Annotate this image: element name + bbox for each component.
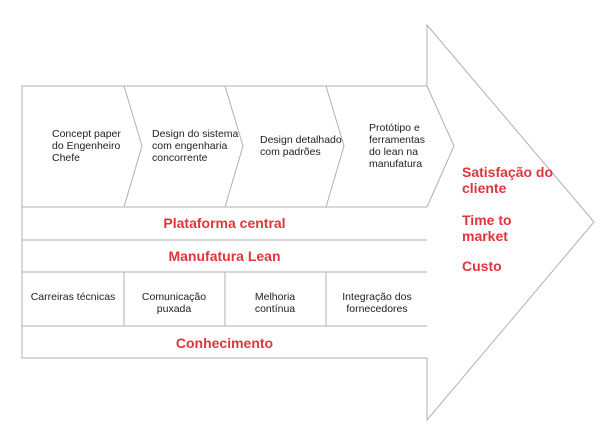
support-box-3: Melhoria contínua [254, 291, 296, 315]
support-box-1: Carreiras técnicas [30, 291, 116, 303]
process-step-4: Protótipo e ferramentas do lean na manuf… [369, 122, 426, 170]
knowledge-bar-label: Conhecimento [175, 335, 274, 351]
support-box-4: Integração dos fornecedores [342, 291, 412, 315]
outcome-cost: Custo [462, 258, 502, 274]
chevron-separator-1 [123, 85, 143, 208]
lean-bar-label: Manufatura Lean [168, 248, 281, 264]
process-step-1: Concept paper do Engenheiro Chefe [52, 128, 121, 164]
support-box-2: Comunicação puxada [141, 291, 207, 315]
chevron-separator-2 [224, 85, 244, 208]
outcome-time-to-market: Time to market [462, 212, 512, 244]
outcome-customer-satisfaction: Satisfação do cliente [462, 164, 554, 196]
chevron-separator-4 [426, 85, 455, 208]
big-arrow-outline [21, 23, 595, 422]
chevron-separator-3 [325, 85, 345, 208]
process-step-3: Design detalhado com padrões [260, 134, 342, 158]
platform-bar-label: Plataforma central [163, 215, 286, 231]
process-step-2: Design do sistema com engenharia concorr… [152, 128, 239, 164]
